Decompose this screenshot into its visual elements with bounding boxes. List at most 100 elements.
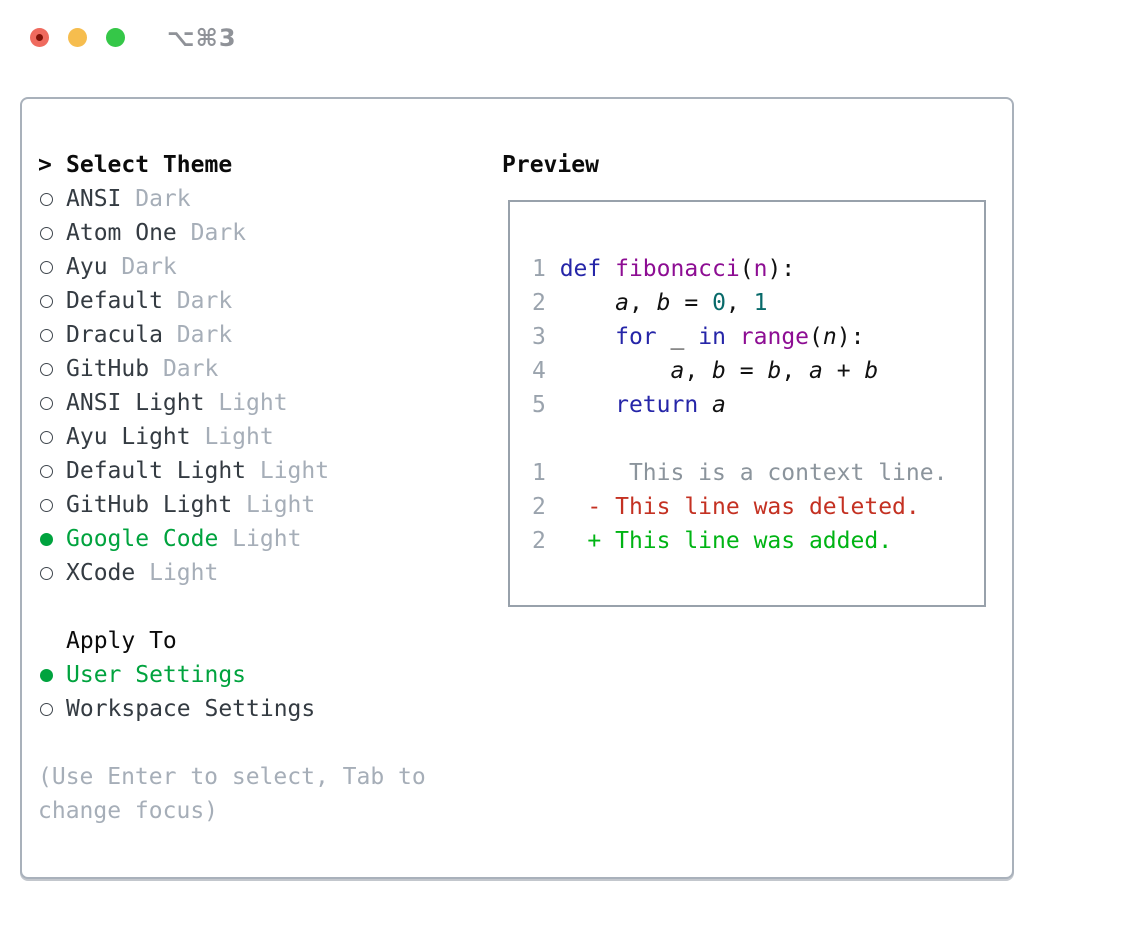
theme-item-variant-tag: Light [246, 458, 330, 484]
code-line: 5 return a [532, 388, 984, 422]
theme-item-variant-tag: Light [190, 424, 274, 450]
radio-icon[interactable] [38, 566, 66, 580]
radio-circle [40, 430, 53, 444]
code-token-var: a [615, 290, 629, 316]
close-button-dot [36, 34, 43, 41]
code-token-var: b [656, 290, 671, 316]
theme-item[interactable]: Default Light Light [38, 454, 329, 488]
code-token-pln: = [725, 358, 768, 384]
theme-item[interactable]: Dracula Dark [38, 318, 329, 352]
window-title: ⌥⌘3 [167, 24, 237, 52]
radio-circle [40, 566, 53, 580]
code-token-pln: , [628, 290, 657, 316]
radio-icon[interactable] [38, 498, 66, 512]
radio-icon[interactable] [38, 192, 66, 206]
code-token-pln [560, 494, 588, 520]
code-token-pln: ( [809, 324, 823, 350]
code-token-ln: 1 [532, 460, 560, 486]
radio-circle [40, 294, 53, 308]
zoom-button[interactable] [106, 28, 125, 47]
code-token-var: b [864, 358, 879, 384]
code-line: 1 This is a context line. [532, 456, 984, 490]
theme-item-variant-tag: Dark [162, 288, 233, 314]
theme-item-variant-tag: Light [204, 390, 288, 416]
theme-item[interactable]: ANSI Dark [38, 182, 329, 216]
code-token-ln: 3 [532, 324, 560, 350]
code-token-pln: , [684, 358, 713, 384]
code-token-var: _ [670, 324, 685, 350]
code-token-lit: 1 [753, 290, 768, 316]
code-token-del: - This line was deleted. [587, 494, 920, 520]
theme-item-label: GitHub Light [66, 492, 233, 518]
radio-selected-icon[interactable] [38, 668, 66, 682]
help-text: (Use Enter to select, Tab to change focu… [38, 764, 426, 824]
code-token-ln: 4 [532, 358, 560, 384]
theme-list-title: Select Theme [66, 152, 233, 178]
radio-icon[interactable] [38, 294, 66, 308]
titlebar: ⌥⌘3 [0, 0, 1140, 97]
code-token-var: a [712, 392, 726, 418]
radio-circle [40, 260, 53, 274]
code-token-typ: n [753, 256, 768, 282]
code-token-pln [560, 392, 615, 418]
radio-icon[interactable] [38, 430, 66, 444]
radio-circle [40, 362, 53, 376]
theme-item-variant-tag: Light [232, 492, 316, 518]
code-token-pln [657, 324, 671, 350]
code-line: 3 for _ in range(n): [532, 320, 984, 354]
theme-item[interactable]: GitHub Light Light [38, 488, 329, 522]
code-token-pln [726, 324, 740, 350]
theme-item-variant-tag: Dark [107, 254, 177, 280]
theme-item[interactable]: Atom One Dark [38, 216, 329, 250]
code-line: 2 - This line was deleted. [532, 490, 984, 524]
theme-item[interactable]: XCode Light [38, 556, 329, 590]
theme-list-header: > Select Theme [38, 148, 329, 182]
apply-to-title: Apply To [66, 628, 177, 654]
theme-item-label: Ayu Light [66, 424, 191, 450]
code-token-add: + This line was added. [587, 528, 893, 554]
preview-code: 1 def fibonacci(n): 2 a, b = 0, 1 3 for _ … [510, 202, 984, 558]
theme-item[interactable]: GitHub Dark [38, 352, 329, 386]
theme-item[interactable]: Default Dark [38, 284, 329, 318]
radio-icon[interactable] [38, 260, 66, 274]
code-line: 1 def fibonacci(n): [532, 252, 984, 286]
theme-item-label: Ayu [66, 254, 108, 280]
minimize-button[interactable] [68, 28, 87, 47]
code-token-var: a [670, 358, 685, 384]
theme-item-variant-tag: Dark [149, 356, 219, 382]
radio-icon[interactable] [38, 362, 66, 376]
theme-item-label: GitHub [66, 356, 150, 382]
theme-item[interactable]: Google Code Light [38, 522, 329, 556]
radio-icon[interactable] [38, 464, 66, 478]
code-token-pln: ( [739, 256, 754, 282]
code-token-pln [560, 528, 588, 554]
code-token-lit: 0 [712, 290, 726, 316]
theme-item-variant-tag: Dark [176, 220, 247, 246]
apply-to-header-row: Apply To [38, 624, 315, 658]
theme-item-label: ANSI [66, 186, 122, 212]
code-token-ln: 2 [532, 528, 560, 554]
code-token-ln: 2 [532, 494, 560, 520]
code-token-ln: 5 [532, 392, 560, 418]
radio-icon[interactable] [38, 702, 66, 716]
radio-icon[interactable] [38, 226, 66, 240]
radio-circle [40, 668, 53, 682]
code-token-pln: ): [836, 324, 865, 350]
radio-selected-icon[interactable] [38, 532, 66, 546]
selection-caret: > [38, 152, 52, 178]
theme-item[interactable]: Ayu Dark [38, 250, 329, 284]
code-token-pln [684, 324, 698, 350]
code-token-var: b [712, 358, 726, 384]
radio-circle [40, 498, 53, 512]
theme-item[interactable]: Ayu Light Light [38, 420, 329, 454]
theme-item[interactable]: ANSI Light Light [38, 386, 329, 420]
close-button[interactable] [30, 28, 49, 47]
radio-icon[interactable] [38, 328, 66, 342]
radio-icon[interactable] [38, 396, 66, 410]
apply-to-item[interactable]: Workspace Settings [38, 692, 315, 726]
apply-to-item[interactable]: User Settings [38, 658, 315, 692]
radio-circle [40, 328, 53, 342]
